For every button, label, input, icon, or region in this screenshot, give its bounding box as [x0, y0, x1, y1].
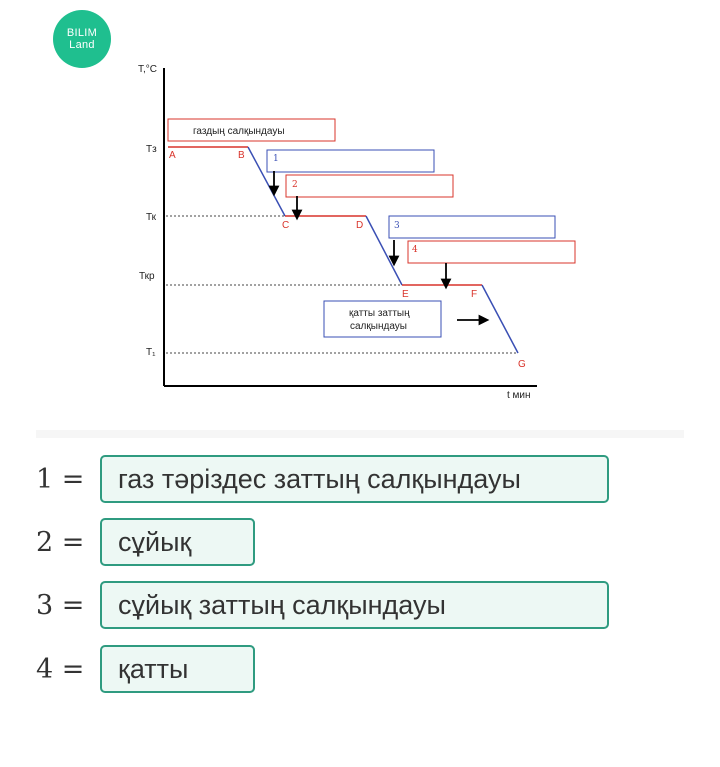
section-divider: [36, 430, 684, 438]
y-axis-label: T,°C: [138, 64, 157, 75]
segment-de: [365, 215, 403, 286]
solid-cooling-label-line2: салқындауы: [350, 321, 407, 332]
point-label-c: C: [282, 220, 289, 231]
answer-number-2: 2 =: [36, 526, 85, 558]
slot-number-2: 2: [292, 180, 298, 190]
answer-field-2[interactable]: сұйық: [100, 518, 255, 566]
slot-number-3: 3: [394, 221, 400, 231]
solid-cooling-label-line1: қатты заттың: [349, 308, 410, 319]
slot-number-4: 4: [412, 245, 418, 255]
bilimland-logo: BILIM Land: [53, 10, 111, 68]
slot-box-1: [266, 149, 435, 173]
solid-cooling-box: [323, 300, 442, 338]
point-label-g: G: [518, 359, 526, 370]
answer-field-1[interactable]: газ тәріздес заттың салқындауы: [100, 455, 609, 503]
answer-field-3[interactable]: сұйық заттың салқындауы: [100, 581, 609, 629]
answer-row-4: 4 = қатты: [36, 645, 255, 693]
point-label-d: D: [356, 220, 363, 231]
point-label-a: A: [169, 150, 176, 161]
gas-cooling-label: газдың салқындауы: [193, 126, 285, 137]
slot-box-2: [285, 174, 454, 198]
answer-number-4: 4 =: [36, 653, 85, 685]
point-label-b: B: [238, 150, 245, 161]
temp-label-t1: Т₁: [146, 347, 156, 358]
segment-fg: [481, 284, 519, 354]
slot-number-1: 1: [273, 154, 279, 164]
slot-box-3: [388, 215, 556, 239]
answer-row-1: 1 = газ тәріздес заттың салқындауы: [36, 455, 609, 503]
answer-number-1: 1 =: [36, 463, 85, 495]
answer-number-3: 3 =: [36, 589, 85, 621]
slot-box-4: [407, 240, 576, 264]
temp-label-tkr: Ткр: [139, 271, 155, 282]
logo-line-1: BILIM: [66, 27, 98, 39]
point-label-e: E: [402, 289, 409, 300]
answer-row-3: 3 = сұйық заттың салқындауы: [36, 581, 609, 629]
temp-label-tk: Тк: [146, 212, 157, 223]
temp-label-t3: Тз: [146, 144, 157, 155]
point-label-f: F: [471, 289, 477, 300]
cooling-curve-diagram: T,°C t мин Тз Тк Ткр Т₁ A B C D E F G га…: [138, 64, 576, 401]
segment-bc: [247, 146, 286, 217]
x-axis-label: t мин: [507, 390, 531, 401]
logo-line-2: Land: [69, 39, 95, 51]
answer-row-2: 2 = сұйық: [36, 518, 255, 566]
gas-cooling-box: [167, 118, 336, 142]
answer-field-4[interactable]: қатты: [100, 645, 255, 693]
